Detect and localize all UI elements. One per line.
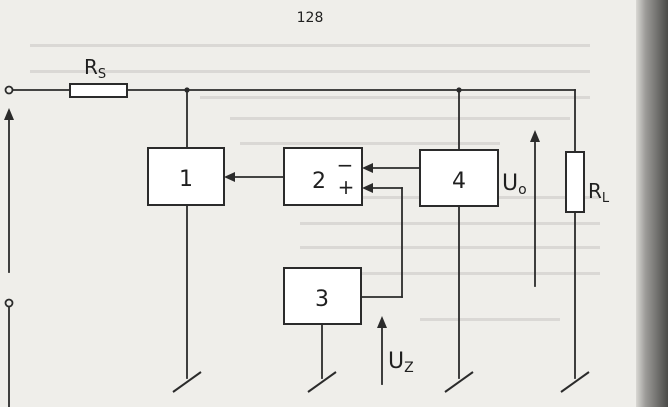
block-3-label: 3 [315,287,329,312]
arrow-into-minus [362,163,373,173]
inverting-input-symbol: − [337,153,354,177]
ground-block3 [307,371,337,393]
uo-label: Uo [502,171,527,198]
block-2 [283,147,363,206]
block-1 [147,147,225,206]
series-resistor-rs [69,83,128,98]
load-resistor-rl [565,151,585,213]
block-1-label: 1 [179,167,193,192]
block-3 [283,267,362,325]
input-arrow-head [4,108,14,120]
arrow-into-block1 [224,172,235,182]
input-terminal-bottom [4,298,14,308]
block-4-label: 4 [452,169,466,194]
ground-block1 [172,371,202,393]
uz-arrow-head [377,316,387,328]
uz-label: UZ [388,349,414,376]
input-terminal-top [4,85,14,95]
arrow-into-plus [362,183,373,193]
page-number: 128 [297,10,324,26]
block-2-label: 2 [312,169,326,194]
rl-label: RL [588,179,610,206]
uo-arrow-head [530,130,540,142]
noninverting-input-symbol: + [338,175,355,199]
rs-label: RS [84,55,106,82]
ground-rl [560,371,590,393]
ground-block4 [444,371,474,393]
book-gutter-shadow [636,0,668,407]
block-4 [419,149,499,207]
